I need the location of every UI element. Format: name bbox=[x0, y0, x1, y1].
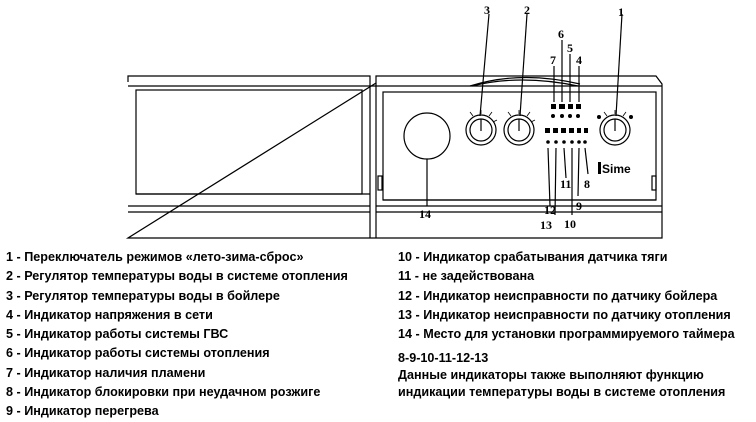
knob-heating-temp bbox=[503, 114, 535, 146]
callout-11: 11 bbox=[560, 177, 571, 191]
indicator-note: 8-9-10-11-12-13 Данные индикаторы также … bbox=[398, 350, 725, 401]
legend-item: 12 - Индикатор неисправности по датчику … bbox=[398, 288, 718, 303]
callout-5: 5 bbox=[567, 41, 573, 55]
legend-item: 4 - Индикатор напряжения в сети bbox=[6, 307, 213, 322]
callout-10: 10 bbox=[564, 217, 576, 231]
callout-7: 7 bbox=[550, 53, 556, 67]
legend-item: 14 - Место для установки программируемог… bbox=[398, 327, 735, 342]
callout-14: 14 bbox=[419, 207, 431, 221]
legend-item: 10 - Индикатор срабатывания датчика тяги bbox=[398, 250, 668, 264]
brand-logo: Sime bbox=[602, 162, 631, 176]
callout-1: 1 bbox=[618, 5, 624, 19]
callout-4: 4 bbox=[576, 53, 582, 67]
legend-item: 3 - Регулятор температуры воды в бойлере bbox=[6, 288, 280, 303]
control-window bbox=[382, 91, 657, 201]
callout-2: 2 bbox=[524, 3, 530, 17]
legend-item: 1 - Переключатель режимов «лето-зима-сбр… bbox=[6, 250, 304, 264]
legend-item: 6 - Индикатор работы системы отопления bbox=[6, 346, 270, 361]
legend-item: 7 - Индикатор наличия пламени bbox=[6, 365, 206, 380]
legend-item: 9 - Индикатор перегрева bbox=[6, 404, 159, 419]
legend-right: 10 - Индикатор срабатывания датчика тяги… bbox=[398, 248, 735, 344]
legend-item: 5 - Индикатор работы системы ГВС bbox=[6, 327, 229, 342]
callout-9: 9 bbox=[576, 199, 582, 213]
callout-13: 13 bbox=[540, 218, 552, 232]
callout-3: 3 bbox=[484, 3, 490, 17]
knob-mode-switch bbox=[599, 114, 631, 146]
panel-outline bbox=[125, 75, 663, 239]
timer-slot bbox=[403, 112, 451, 160]
left-door bbox=[135, 89, 363, 195]
note-title: 8-9-10-11-12-13 bbox=[398, 351, 489, 365]
callout-8: 8 bbox=[584, 177, 590, 191]
callout-6: 6 bbox=[558, 27, 564, 41]
knob-dhw-temp bbox=[465, 114, 497, 146]
legend-item: 2 - Регулятор температуры воды в системе… bbox=[6, 269, 348, 284]
callout-12: 12 bbox=[544, 203, 556, 217]
legend-left: 1 - Переключатель режимов «лето-зима-сбр… bbox=[6, 248, 348, 422]
note-line: Данные индикаторы также выполняют функци… bbox=[398, 368, 704, 382]
control-panel-diagram: Sime 1 2 3 4 5 6 7 8 9 10 11 12 13 14 bbox=[125, 3, 663, 239]
legend-item: 11 - не задействована bbox=[398, 269, 535, 284]
note-line: индикации температуры воды в системе ото… bbox=[398, 385, 726, 399]
legend-item: 8 - Индикатор блокировки при неудачном р… bbox=[6, 385, 321, 400]
legend-item: 13 - Индикатор неисправности по датчику … bbox=[398, 307, 731, 322]
